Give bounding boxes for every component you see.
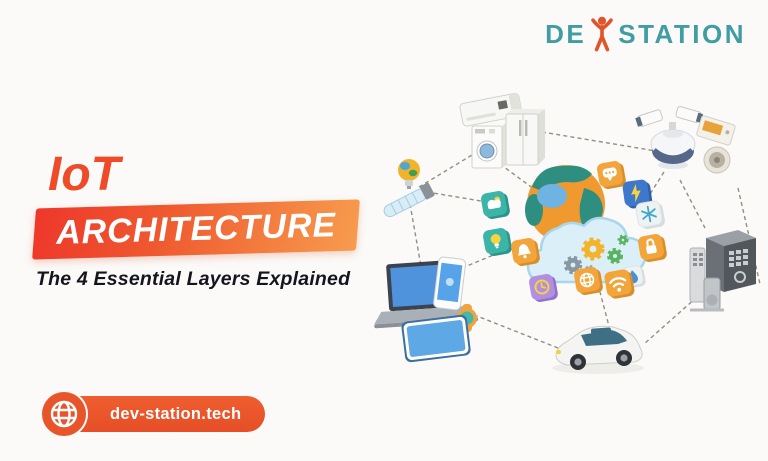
security-camera-cluster-device — [635, 106, 704, 169]
light-bulb-app-icon — [483, 228, 512, 256]
gear-green — [607, 248, 623, 264]
clock-app-icon — [529, 274, 558, 302]
bell-app-icon — [511, 238, 540, 266]
lightning-app-icon — [622, 179, 653, 209]
website-url: dev-station.tech — [110, 404, 242, 423]
thermostat-panel-device — [696, 115, 736, 146]
tablet-device — [401, 314, 471, 363]
lock-app-icon — [638, 234, 667, 262]
smart-door-lock-device — [689, 247, 724, 312]
weather-app-icon — [481, 191, 510, 219]
brand-person-icon — [591, 16, 614, 52]
refrigerator-device — [505, 109, 545, 166]
smart-dial-device — [703, 146, 731, 174]
network-dashed-lines — [409, 131, 761, 349]
headline-subtitle: The 4 Essential Layers Explained — [36, 268, 351, 290]
headline-kicker: IoT — [48, 148, 120, 201]
brand-prefix: DE — [545, 19, 587, 49]
website-badge[interactable]: dev-station.tech — [62, 396, 266, 432]
wifi-app-icon — [604, 269, 635, 299]
iot-network-diagram — [374, 92, 761, 374]
gear-green-small — [617, 234, 629, 246]
brand-logo: DE STATION — [545, 16, 746, 52]
smart-light-bulbs-device — [383, 159, 435, 218]
brand-suffix: STATION — [618, 19, 746, 49]
smart-car-device — [552, 325, 644, 374]
title-banner: ARCHITECTURE — [32, 199, 360, 260]
page-title: ARCHITECTURE — [55, 206, 337, 252]
globe-icon — [42, 392, 86, 436]
chat-app-icon — [597, 161, 626, 189]
gear-yellow — [581, 237, 605, 261]
washing-machine-device — [471, 121, 509, 169]
gear-gray — [563, 255, 583, 275]
smartphone-device — [433, 256, 466, 311]
globe-app-icon — [574, 267, 603, 295]
snowflake-app-icon — [635, 200, 665, 229]
